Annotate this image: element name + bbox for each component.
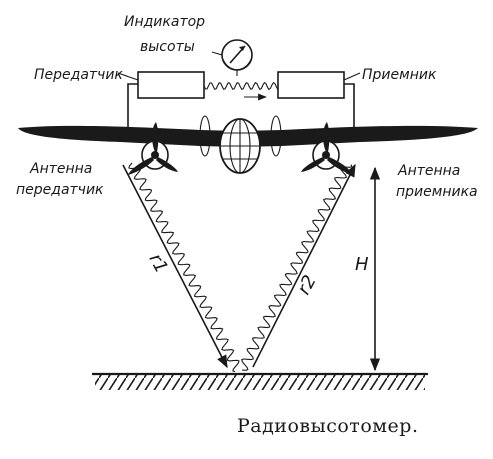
r2-arrow (252, 163, 356, 368)
indicator-label-line2: высоты (140, 39, 195, 55)
caption: Радиовысотомер. (237, 415, 419, 437)
altimeter-gauge-icon (221, 39, 253, 76)
ground-hatching-icon (92, 372, 428, 390)
propeller-icon-left (128, 122, 178, 175)
antenna-receiver-label-line1: Антенна (397, 163, 460, 179)
indicator-leader (211, 51, 223, 56)
r2-label: r2 (293, 272, 320, 299)
r1-wave (128, 162, 240, 373)
receiver-box (277, 71, 345, 99)
coupling-wave (203, 81, 279, 91)
height-label: H (355, 254, 369, 275)
receiver-leader (343, 72, 361, 81)
propeller-icon-right (301, 122, 353, 175)
propeller-blur-right (270, 115, 282, 157)
receiver-antenna-feed (344, 83, 355, 132)
r2-wave (241, 164, 353, 371)
aircraft-icon (18, 115, 478, 175)
transmitter-box (137, 71, 205, 99)
propeller-blur-left (199, 115, 211, 157)
indicator-label-line1: Индикатор (124, 14, 205, 30)
fuselage-nose (219, 118, 261, 174)
r1-arrow (122, 164, 228, 369)
receiver-label: Приемник (362, 67, 437, 83)
antenna-transmitter-label-line2: передатчик (16, 182, 104, 198)
transmitter-leader (117, 72, 139, 81)
transmitter-label: Передатчик (34, 67, 123, 83)
antenna-transmitter-label-line1: Антенна (29, 161, 92, 177)
antenna-receiver-label-line2: приемника (396, 184, 478, 200)
transmitter-antenna-feed (127, 83, 138, 132)
r1-label: r1 (145, 250, 172, 277)
